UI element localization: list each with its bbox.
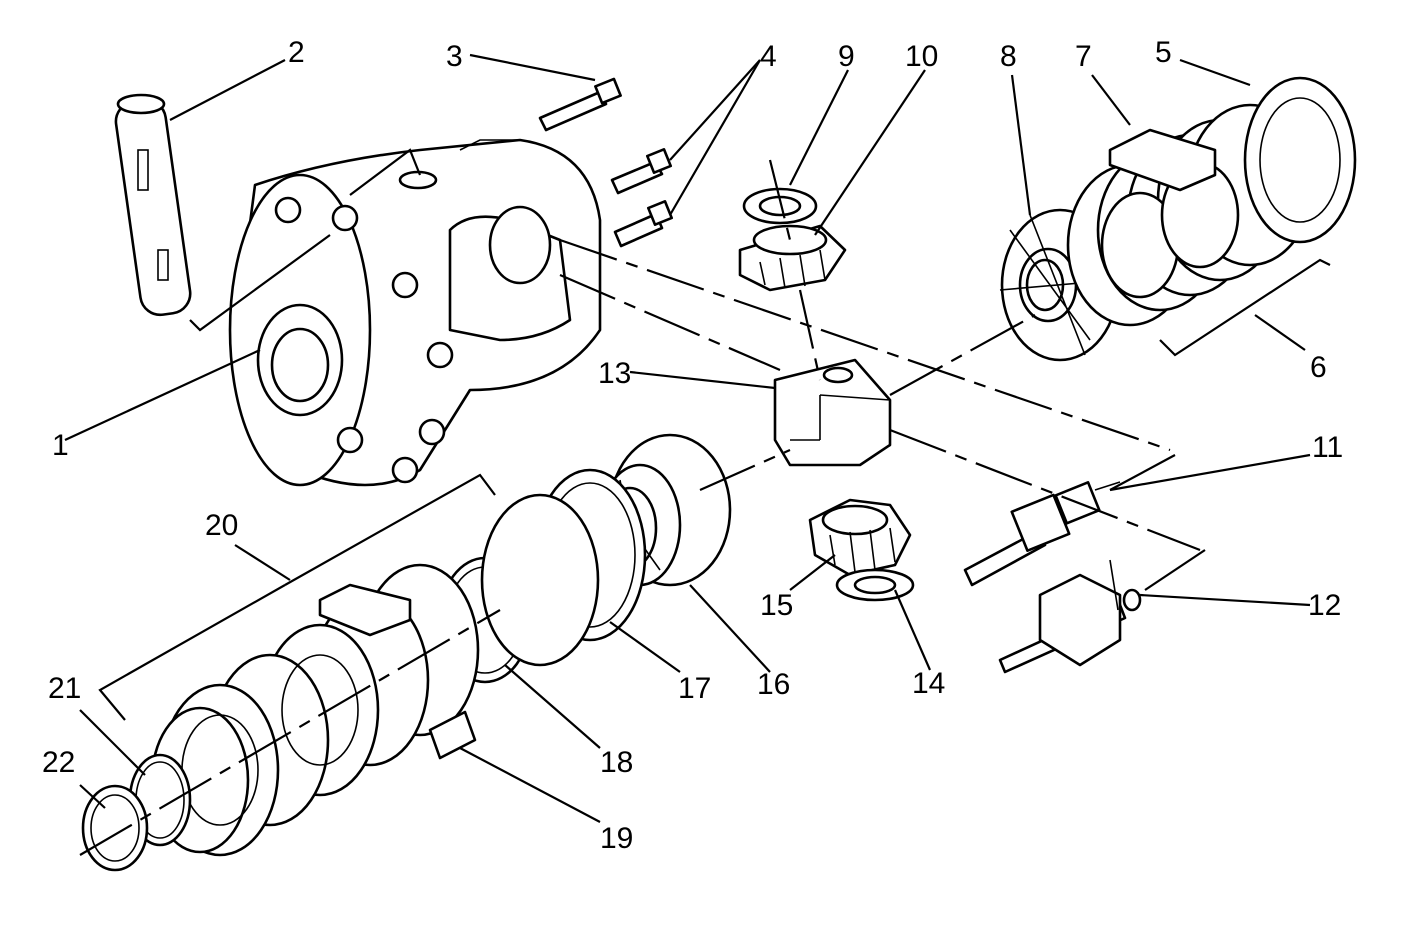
callout-18: 18 — [600, 746, 633, 779]
guide-clip-19 — [318, 583, 477, 760]
thrust-block — [773, 358, 892, 467]
callout-13: 13 — [598, 357, 631, 390]
callout-5: 5 — [1155, 36, 1172, 69]
thrust-washer-14 — [835, 568, 915, 602]
callout-17: 17 — [678, 672, 711, 705]
governor-12 — [998, 559, 1142, 674]
callout-19: 19 — [600, 822, 633, 855]
thrust-washer-9 — [742, 187, 818, 225]
callout-8: 8 — [1000, 40, 1017, 73]
callout-21: 21 — [48, 672, 81, 705]
callout-6: 6 — [1310, 351, 1327, 384]
shim-22 — [81, 784, 149, 872]
callout-2: 2 — [288, 36, 305, 69]
callout-3: 3 — [446, 40, 463, 73]
callout-9: 9 — [838, 40, 855, 73]
callout-22: 22 — [42, 746, 75, 779]
callout-20: 20 — [205, 509, 238, 542]
leader-lines — [64, 53, 1331, 823]
callout-14: 14 — [912, 667, 945, 700]
centerlines — [79, 159, 1201, 856]
bolt-4-upper — [610, 147, 673, 195]
shim-5 — [1243, 76, 1357, 244]
callout-1: 1 — [52, 429, 69, 462]
differential-case — [228, 138, 602, 487]
pinion-gear-15 — [808, 498, 912, 577]
guide-clip-7 — [1108, 128, 1217, 192]
callout-12: 12 — [1308, 589, 1341, 622]
cross-pin — [114, 93, 192, 317]
callout-16: 16 — [757, 668, 790, 701]
clutch-pack-20 — [150, 493, 600, 857]
callout-7: 7 — [1075, 40, 1092, 73]
pinion-gear-10 — [738, 224, 847, 292]
shaft-11 — [963, 481, 1121, 587]
callout-15: 15 — [760, 589, 793, 622]
callout-11: 11 — [1312, 431, 1343, 464]
callout-4: 4 — [760, 40, 777, 73]
callout-10: 10 — [905, 40, 938, 73]
bolt-3 — [538, 77, 622, 132]
callout-labels: 1 2 3 4 5 6 7 8 9 10 11 12 13 14 15 16 1… — [42, 36, 1343, 855]
bolt-4-lower — [613, 199, 674, 248]
